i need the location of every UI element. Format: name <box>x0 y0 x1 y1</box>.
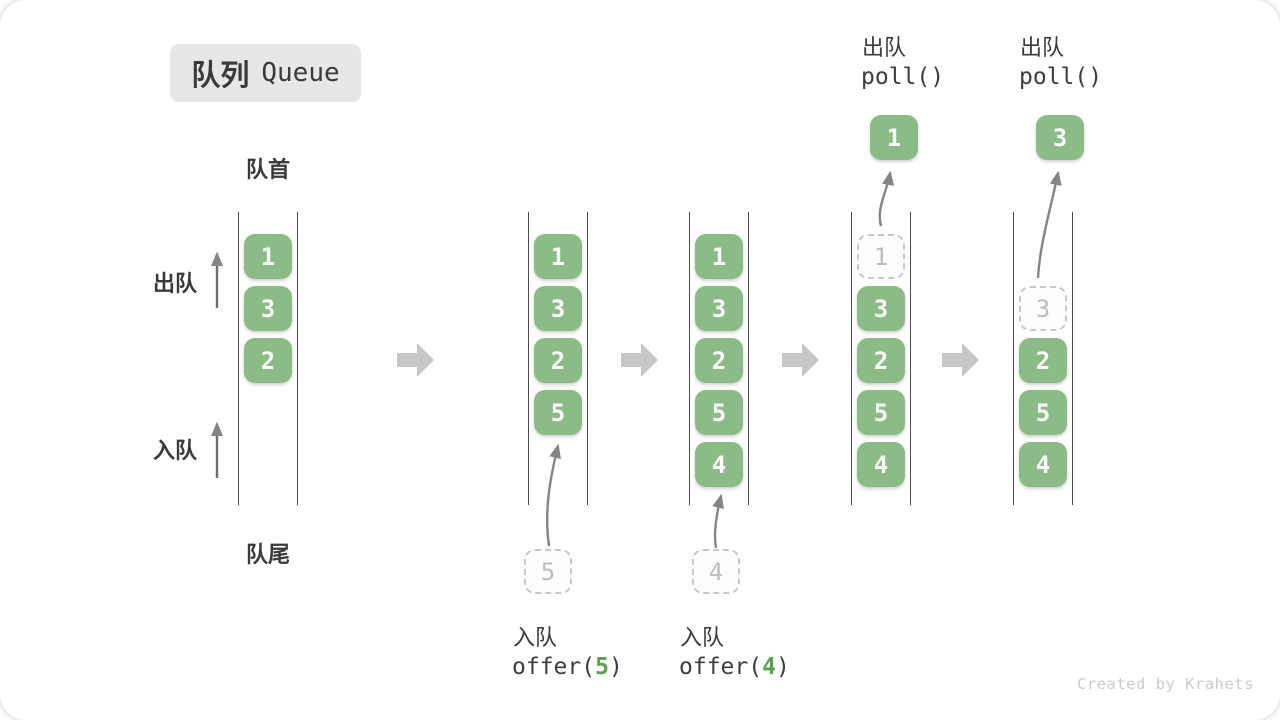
incoming-value-box: 4 <box>692 549 740 594</box>
queue-front-label: 队首 <box>245 157 290 182</box>
enqueue-curved-arrow-icon <box>545 443 561 547</box>
transition-arrow-icon <box>782 343 819 377</box>
polled-slot-ghost: 1 <box>857 234 905 279</box>
code-arg: 4 <box>762 654 776 680</box>
enqueue-side-label: 入队 <box>153 438 198 463</box>
dequeue-side-label: 出队 <box>153 271 198 296</box>
queue-cell: 4 <box>857 442 905 487</box>
queue-cell: 1 <box>244 234 292 279</box>
credit-text: Created by Krahets <box>1077 675 1254 693</box>
queue-rails-state-3 <box>689 212 749 505</box>
title-badge: 队列 Queue <box>170 44 361 102</box>
queue-cell: 4 <box>1019 442 1067 487</box>
dequeue-up-arrow-icon <box>211 251 223 308</box>
queue-rails-state-1 <box>238 212 298 505</box>
queue-cell: 2 <box>695 338 743 383</box>
enqueue-curved-arrow-icon <box>712 493 724 549</box>
queue-cell: 5 <box>695 390 743 435</box>
queue-cell: 2 <box>534 338 582 383</box>
queue-cell: 4 <box>695 442 743 487</box>
transition-arrow-icon <box>942 343 979 377</box>
dequeue-op-code: poll() <box>861 64 945 90</box>
dequeue-op-label: 出队 <box>862 35 907 60</box>
enqueue-up-arrow-icon <box>211 421 223 478</box>
queue-rails-state-5 <box>1013 212 1073 505</box>
queue-cell: 5 <box>1019 390 1067 435</box>
queue-cell: 2 <box>857 338 905 383</box>
enqueue-op-label: 入队 <box>513 625 558 650</box>
queue-cell: 3 <box>857 286 905 331</box>
enqueue-op-code: offer(4) <box>679 654 790 680</box>
polled-value-box: 3 <box>1036 115 1084 160</box>
code-fn-close: ) <box>608 654 623 680</box>
queue-cell: 1 <box>695 234 743 279</box>
queue-cell: 5 <box>534 390 582 435</box>
code-fn-open: offer( <box>679 654 763 680</box>
incoming-value-box: 5 <box>524 549 572 594</box>
queue-cell: 3 <box>244 286 292 331</box>
queue-cell: 3 <box>534 286 582 331</box>
queue-rails-state-2 <box>528 212 588 505</box>
dequeue-curved-arrow-icon <box>1036 170 1062 279</box>
code-arg: 5 <box>595 654 609 680</box>
queue-cell: 2 <box>244 338 292 383</box>
code-fn-open: offer( <box>512 654 596 680</box>
polled-value-box: 1 <box>870 115 918 160</box>
dequeue-curved-arrow-icon <box>878 170 895 227</box>
dequeue-op-label: 出队 <box>1020 35 1065 60</box>
code-fn-close: ) <box>775 654 790 680</box>
queue-rear-label: 队尾 <box>245 542 290 567</box>
queue-cell: 5 <box>857 390 905 435</box>
title-zh: 队列 <box>191 60 250 92</box>
queue-cell: 1 <box>534 234 582 279</box>
polled-slot-ghost: 3 <box>1019 286 1067 331</box>
queue-rails-state-4 <box>851 212 911 505</box>
dequeue-op-code: poll() <box>1019 64 1103 90</box>
title-en: Queue <box>261 58 340 88</box>
queue-cell: 3 <box>695 286 743 331</box>
transition-arrow-icon <box>621 343 658 377</box>
enqueue-op-code: offer(5) <box>512 654 623 680</box>
transition-arrow-icon <box>397 343 434 377</box>
queue-cell: 2 <box>1019 338 1067 383</box>
enqueue-op-label: 入队 <box>680 625 725 650</box>
